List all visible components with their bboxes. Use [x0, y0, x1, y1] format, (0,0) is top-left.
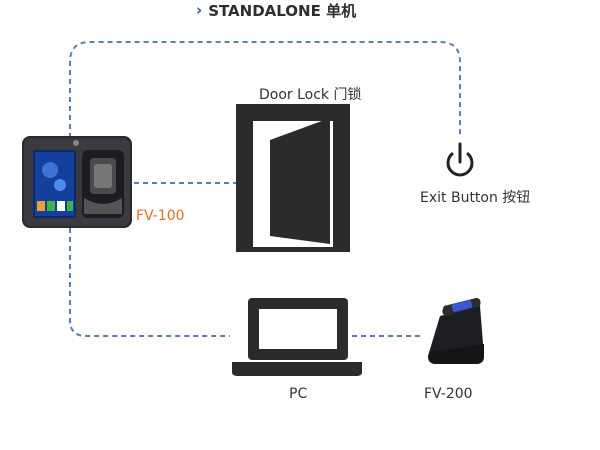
- connector-loop: [69, 41, 461, 138]
- chevron-right-icon: ›: [196, 1, 203, 19]
- exit-button-label: Exit Button 按钮: [420, 190, 531, 206]
- diagram-title-text: STANDALONE 单机: [208, 1, 357, 20]
- fv100-label: FV-100: [136, 208, 185, 224]
- exit-button-icon: [446, 142, 474, 177]
- door-lock-label: Door Lock 门锁: [259, 87, 362, 103]
- door-lock-icon: [236, 104, 350, 252]
- connector-fv100-pc: [69, 228, 230, 337]
- fv200-label: FV-200: [424, 386, 473, 402]
- pc-label: PC: [289, 386, 308, 402]
- fv200-device-icon: [428, 298, 484, 364]
- diagram-title: › STANDALONE 单机: [196, 0, 356, 20]
- fv100-device-icon: [22, 136, 132, 228]
- pc-icon: [232, 298, 362, 376]
